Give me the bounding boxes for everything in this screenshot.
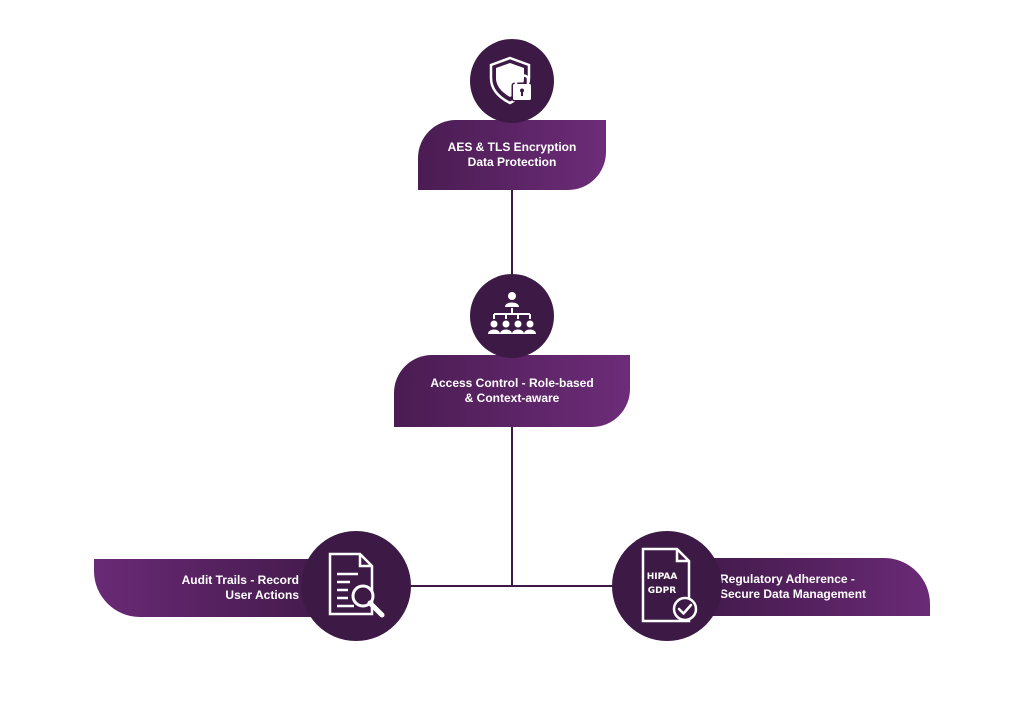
regulatory-label-line2: Secure Data Management [720,587,867,601]
access-control-node [470,274,554,358]
regulatory-label-line1: Regulatory Adherence - [720,572,855,586]
regulatory-node: HIPAA GDPR [612,531,722,641]
shield-lock-icon [489,56,533,105]
access-control-label-box: Access Control - Role-based & Context-aw… [394,355,630,427]
audit-trails-node [301,531,411,641]
encryption-label-box: AES & TLS Encryption Data Protection [418,120,606,190]
hierarchy-users-icon [488,292,536,334]
audit-trails-label: Audit Trails - Record User Actions [182,573,299,603]
access-control-label: Access Control - Role-based & Context-aw… [430,376,593,406]
regulatory-label: Regulatory Adherence - Secure Data Manag… [720,572,866,602]
doc-text-hipaa: HIPAA [647,572,678,582]
encryption-label-line2: Data Protection [467,155,557,169]
access-control-label-line1: Access Control - Role-based [430,376,594,390]
encryption-node [470,39,554,123]
encryption-label: AES & TLS Encryption Data Protection [448,140,577,170]
audit-trails-label-line1: Audit Trails - Record [181,573,299,587]
compliance-document-icon: HIPAA GDPR [641,547,698,623]
document-search-icon [328,552,385,618]
doc-text-gdpr: GDPR [648,586,676,596]
access-control-label-line2: & Context-aware [464,391,560,405]
encryption-label-line1: AES & TLS Encryption [447,140,577,154]
audit-trails-label-line2: User Actions [225,588,299,602]
